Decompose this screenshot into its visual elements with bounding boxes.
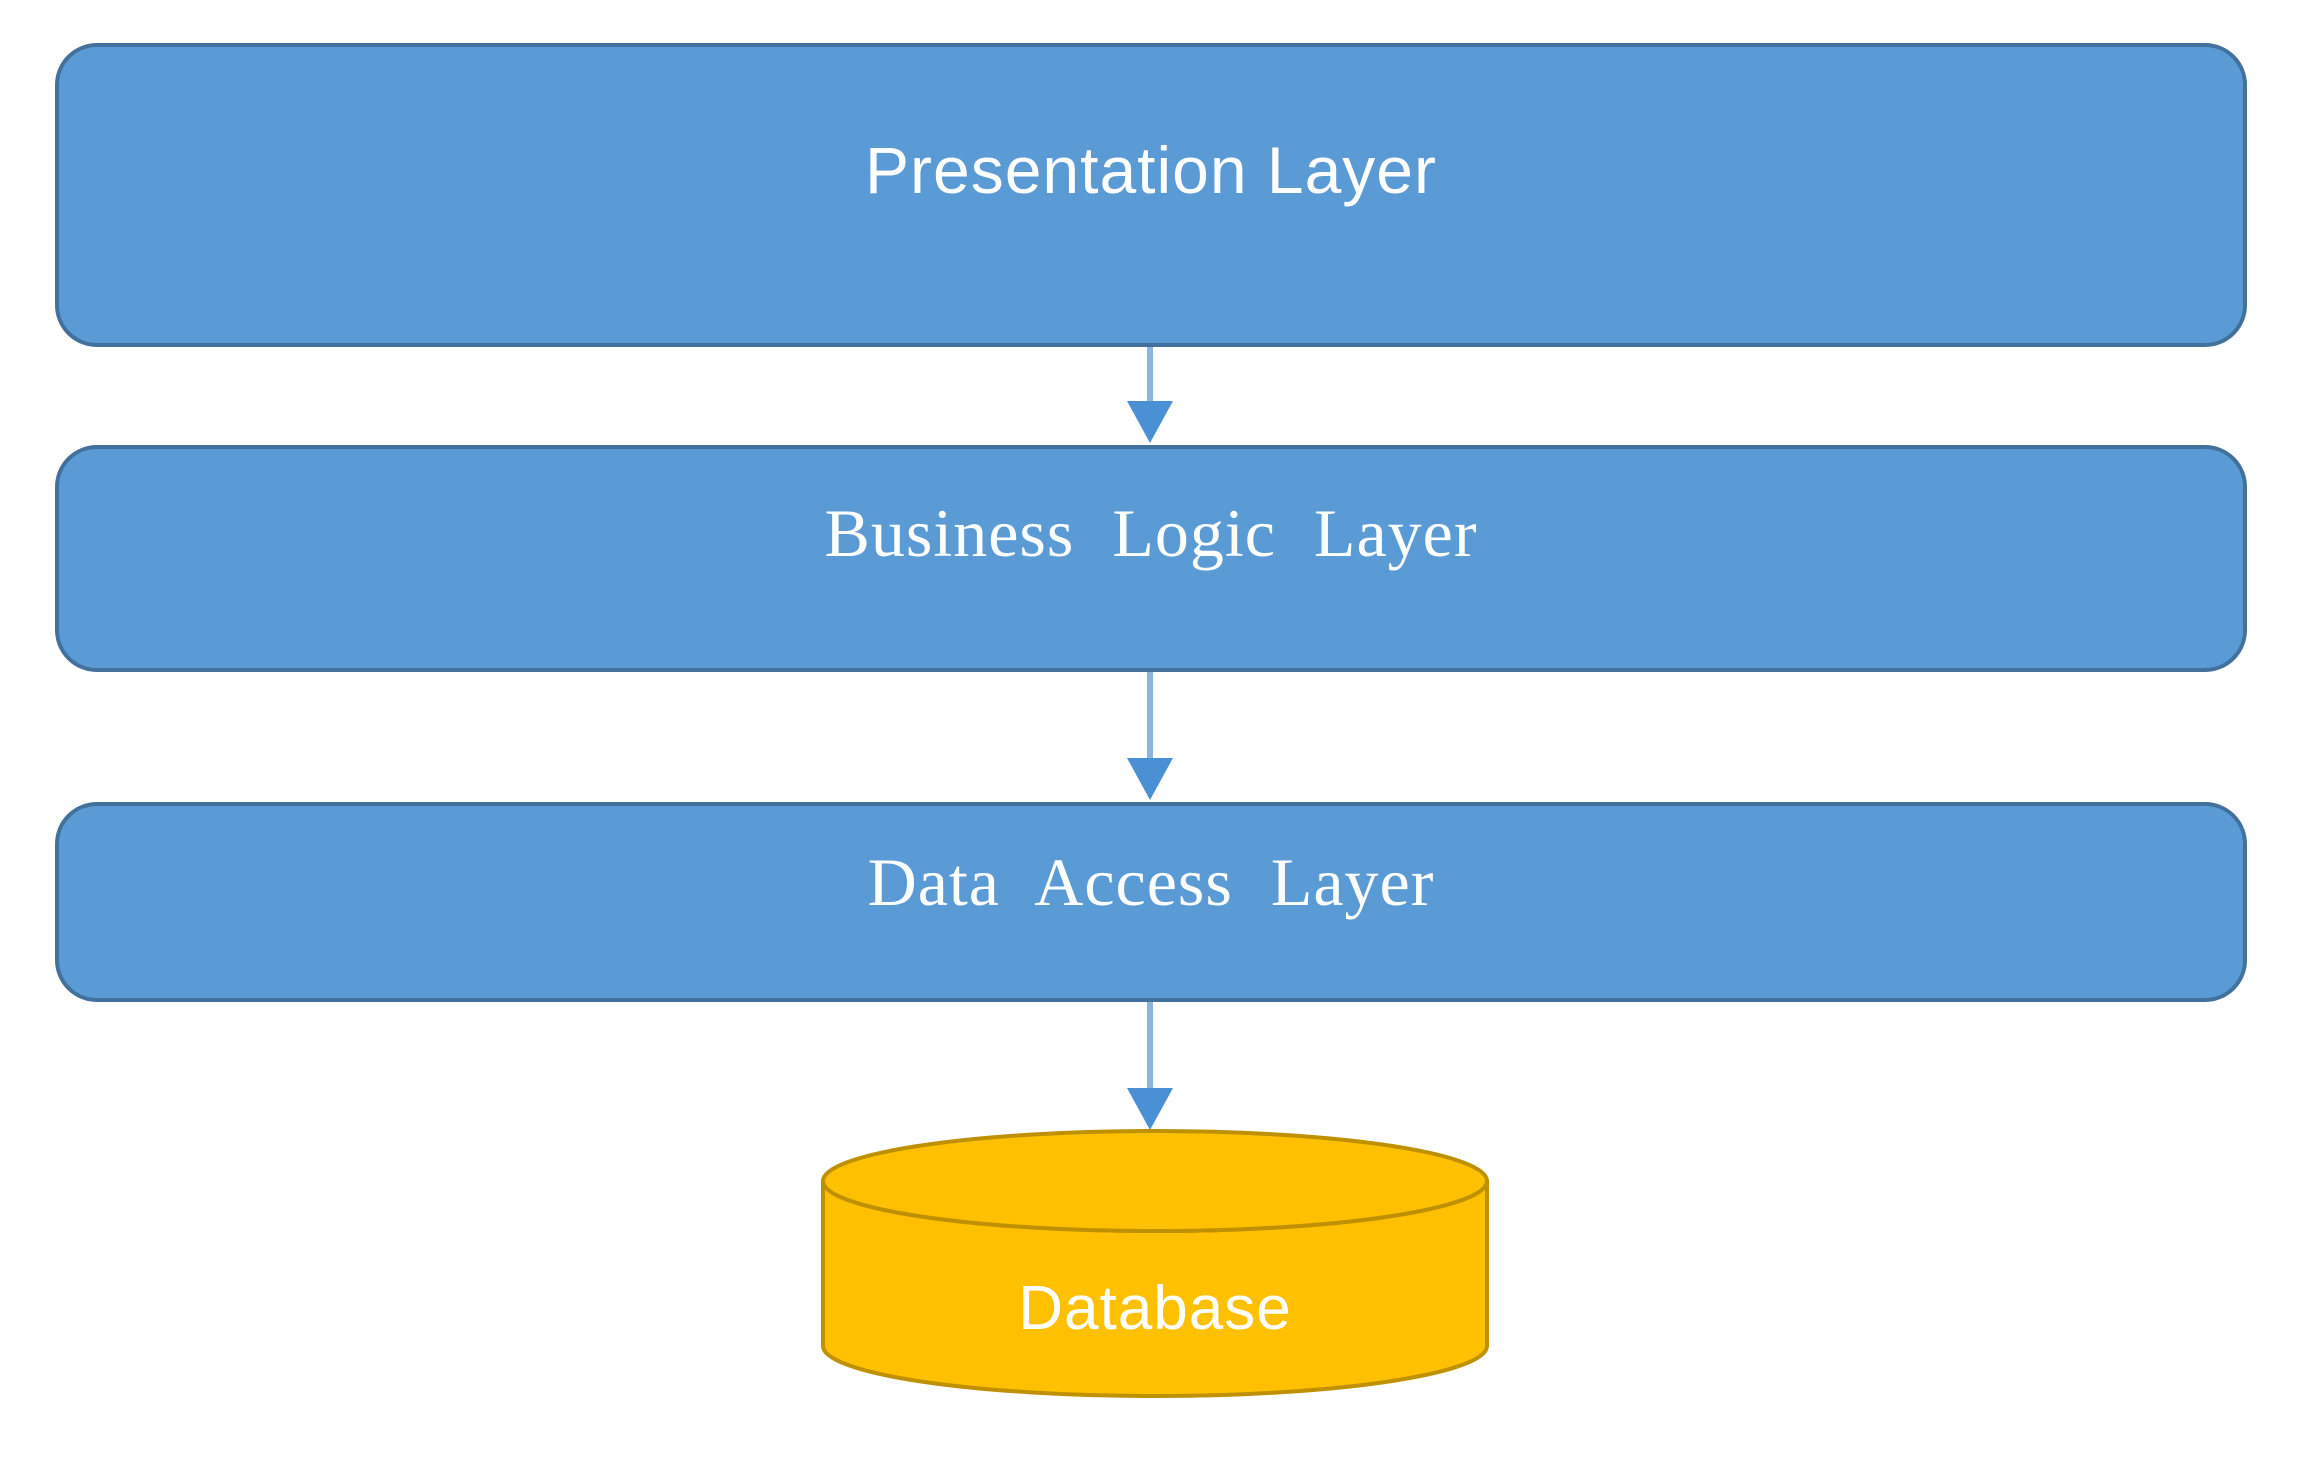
arrow-stem xyxy=(1147,1002,1153,1092)
node-presentation-layer: Presentation Layer xyxy=(55,43,2247,347)
node-business-logic-layer: Business Logic Layer xyxy=(55,445,2247,672)
arrow-presentation-to-business xyxy=(1127,347,1173,443)
node-database-label: Database xyxy=(1018,1274,1292,1343)
node-presentation-layer-label: Presentation Layer xyxy=(864,133,1437,207)
cylinder-top xyxy=(821,1129,1489,1233)
arrow-head-icon xyxy=(1127,758,1173,800)
arrow-head-icon xyxy=(1127,401,1173,443)
arrow-business-to-dataaccess xyxy=(1127,672,1173,800)
node-database: Database xyxy=(820,1128,1490,1400)
node-business-logic-layer-label: Business Logic Layer xyxy=(824,495,1478,571)
database-cylinder-icon xyxy=(821,1129,1489,1398)
arrow-stem xyxy=(1147,347,1153,405)
node-data-access-layer-label: Data Access Layer xyxy=(867,843,1435,920)
arrow-dataaccess-to-database xyxy=(1127,1002,1173,1130)
arrow-head-icon xyxy=(1127,1088,1173,1130)
node-data-access-layer: Data Access Layer xyxy=(55,802,2247,1002)
arrow-stem xyxy=(1147,672,1153,762)
